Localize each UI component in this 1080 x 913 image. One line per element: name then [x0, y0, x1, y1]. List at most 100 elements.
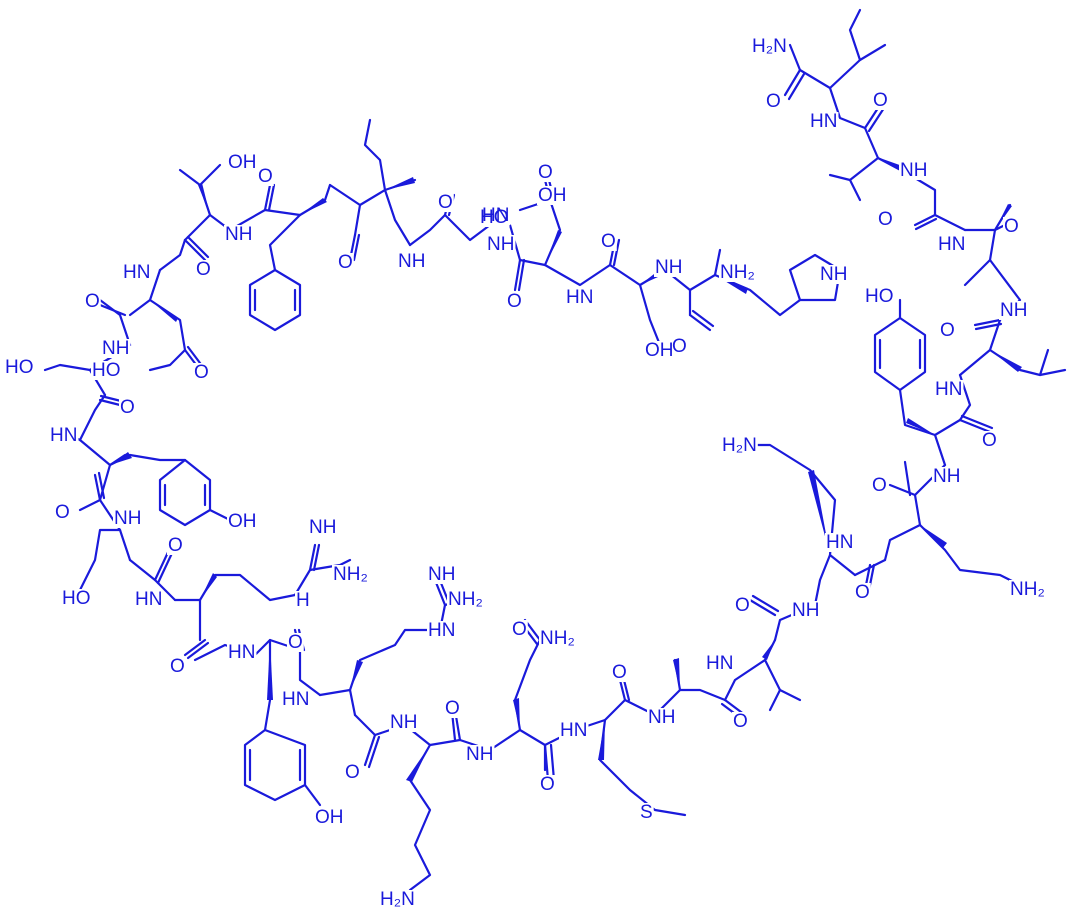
atom-label: O — [170, 656, 185, 677]
label-background — [939, 321, 956, 340]
label-background — [119, 398, 136, 417]
atom-label: O — [512, 619, 527, 640]
atom-label: H₂N — [380, 889, 415, 910]
label-background — [427, 565, 457, 584]
atom-label: NH₂ — [333, 564, 368, 585]
atom-label: O — [345, 762, 360, 783]
label-background — [537, 163, 554, 182]
label-background — [101, 339, 131, 358]
label-background — [506, 292, 523, 311]
label-background — [397, 252, 427, 271]
atom-label: HN — [282, 689, 309, 710]
label-background — [113, 509, 143, 528]
atom-label: NH — [309, 517, 336, 538]
label-background — [721, 436, 758, 455]
label-background — [719, 263, 756, 282]
label-background — [447, 590, 484, 609]
label-background — [61, 589, 92, 608]
atom-label: OH — [315, 807, 344, 828]
atom-label: NH — [428, 564, 455, 585]
label-background — [654, 258, 684, 277]
label-background — [937, 235, 967, 254]
atom-label: HN — [135, 589, 162, 610]
label-background — [227, 512, 258, 531]
label-background — [308, 518, 338, 537]
atom-label: O — [288, 632, 303, 653]
atom-label: O — [873, 90, 888, 111]
atom-label: NH — [225, 224, 252, 245]
atom-label: NH — [792, 600, 819, 621]
atom-label: HO — [480, 207, 509, 228]
label-background — [122, 263, 152, 282]
atom-label: OH — [228, 511, 257, 532]
atom-label: O — [85, 291, 100, 312]
label-background — [465, 745, 495, 764]
label-background — [337, 253, 354, 272]
atom-label: NH — [900, 160, 927, 181]
atom-label: HN — [706, 653, 733, 674]
atom-label: HO — [5, 357, 34, 378]
label-background — [854, 583, 871, 602]
atom-label: HN — [228, 642, 255, 663]
label-background — [167, 536, 184, 555]
atom-label: NH — [655, 257, 682, 278]
atom-label: HN — [428, 620, 455, 641]
label-background — [389, 713, 419, 732]
atom-label: O — [55, 502, 70, 523]
atom-label: O — [507, 291, 522, 312]
atom-label: HN — [810, 111, 837, 132]
atom-label: HN — [123, 262, 150, 283]
atom-label: O — [982, 430, 997, 451]
label-background — [486, 235, 516, 254]
atom-label: O — [940, 320, 955, 341]
atom-label: NH — [102, 338, 129, 359]
label-background — [332, 565, 369, 584]
atom-labels: H₂N O HN O NH O HN O NH HO O HN O NH HO … — [5, 36, 1045, 910]
label-background — [91, 361, 122, 380]
atom-label: NH₂ — [1010, 579, 1045, 600]
atom-label: O — [672, 336, 687, 357]
atom-label: NH — [648, 707, 675, 728]
atom-label: O — [194, 362, 209, 383]
atom-label: NH — [466, 744, 493, 765]
atom-label: O — [855, 582, 870, 603]
atom-label: NH₂ — [720, 262, 755, 283]
atom-label: S — [640, 802, 653, 823]
atom-label: O — [878, 209, 893, 230]
atom-label: O — [612, 662, 627, 683]
label-background — [705, 654, 735, 673]
label-backgrounds — [4, 37, 1046, 909]
label-background — [732, 712, 749, 731]
label-background — [4, 358, 35, 377]
atom-label: O — [733, 711, 748, 732]
label-background — [872, 91, 889, 110]
label-background — [281, 690, 311, 709]
atom-label: NH — [820, 264, 847, 285]
label-background — [511, 620, 528, 639]
atom-label: OH — [645, 340, 674, 361]
atom-label: NH₂ — [448, 589, 483, 610]
atom-label: O — [872, 475, 887, 496]
atom-label: HN — [938, 234, 965, 255]
label-background — [539, 629, 576, 648]
bond-lines — [43, 8, 1067, 892]
atom-label: HO — [865, 286, 894, 307]
atom-label: NH — [398, 251, 425, 272]
atom-label: O — [438, 192, 453, 213]
atom-label: NH — [114, 508, 141, 529]
label-background — [1003, 217, 1020, 236]
atom-label: O — [196, 259, 211, 280]
atom-label: HO — [92, 360, 121, 381]
atom-label: NH — [933, 466, 960, 487]
label-background — [877, 210, 894, 229]
label-background — [809, 112, 839, 131]
atom-label: OH — [228, 152, 257, 173]
label-background — [559, 721, 589, 740]
atom-label: H₂N — [722, 435, 757, 456]
atom-label: NH — [487, 234, 514, 255]
atom-label: O — [445, 698, 460, 719]
label-background — [639, 803, 654, 822]
label-background — [644, 341, 675, 360]
